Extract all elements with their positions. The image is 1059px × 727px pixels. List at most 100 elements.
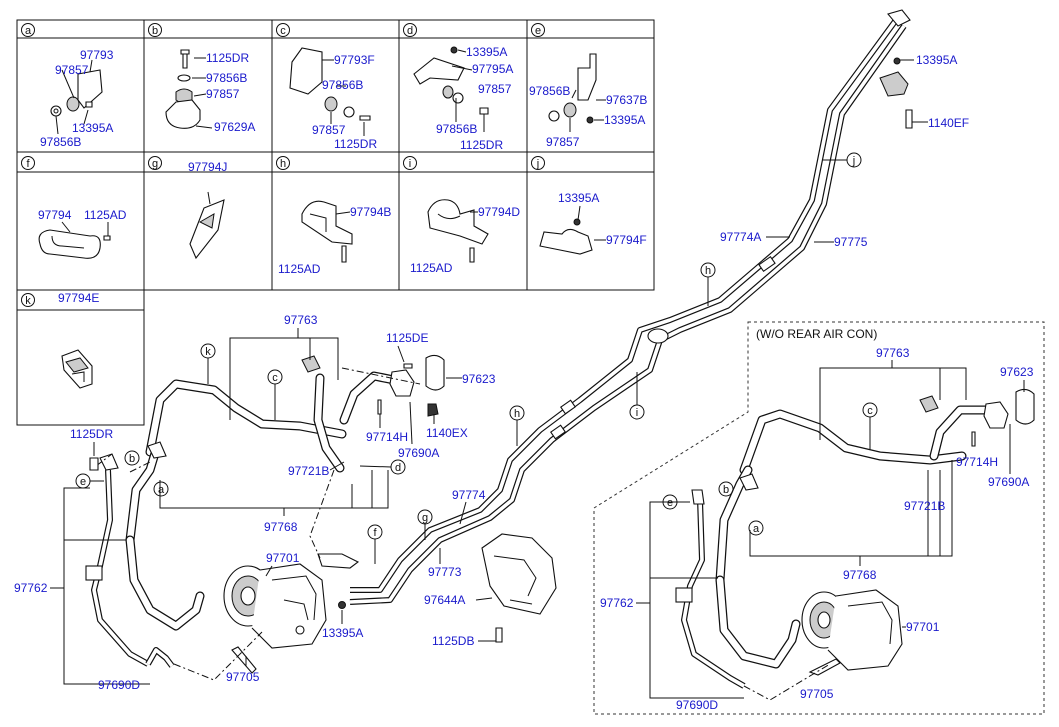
cell-a-part-97856B: 97856B	[40, 135, 81, 149]
inset-clamp-e	[691, 489, 705, 505]
callout-c: c	[267, 369, 283, 420]
svg-text:k: k	[205, 346, 211, 358]
svg-text:a: a	[158, 484, 165, 496]
cell-e-part-97857: 97857	[546, 135, 580, 149]
part-97701: 97701	[266, 551, 300, 565]
svg-text:i: i	[409, 158, 411, 170]
hose-vertical-right	[313, 371, 399, 473]
cell-b-part-97856B: 97856B	[206, 71, 247, 85]
cell-letter-e: e	[531, 23, 545, 37]
clamp-e-main	[99, 453, 119, 471]
inset-title: (W/O REAR AIR CON)	[756, 327, 877, 341]
cell-e-part-97856B: 97856B	[529, 84, 570, 98]
cell-a-part-97793: 97793	[80, 48, 114, 62]
connector-block-main	[389, 369, 415, 397]
part-97763: 97763	[284, 313, 318, 327]
cell-f-part-97794: 97794	[38, 208, 72, 222]
cell-letter-f: f	[21, 156, 35, 170]
svg-text:j: j	[536, 158, 539, 170]
svg-text:h: h	[514, 408, 520, 420]
inset-part-97762: 97762	[600, 596, 634, 610]
cell-k-drawing	[61, 349, 93, 389]
svg-text:f: f	[373, 527, 377, 539]
cell-a-part-13395A: 13395A	[72, 121, 113, 135]
callout-b: b	[124, 450, 140, 466]
cell-d-drawing	[413, 46, 489, 132]
pipe-joint-upper	[560, 399, 576, 415]
inset-without-rear-aircon: (W/O REAR AIR CON)	[593, 321, 1045, 715]
inset-part-97623: 97623	[1000, 365, 1034, 379]
bolt-97714H	[377, 399, 382, 415]
cell-a-drawing	[50, 59, 103, 135]
svg-text:d: d	[395, 462, 401, 474]
cell-letter-i: i	[403, 156, 417, 170]
inset-part-97701: 97701	[906, 620, 940, 634]
inset-part-97690D: 97690D	[676, 698, 718, 712]
part-97721B: 97721B	[288, 464, 329, 478]
inset-part-97763: 97763	[876, 346, 910, 360]
cell-d-part-97856B: 97856B	[436, 122, 477, 136]
inset-compressor-97701	[801, 589, 903, 671]
inset-hose-97768	[715, 465, 801, 669]
svg-text:j: j	[852, 155, 855, 167]
cell-c-drawing	[289, 47, 371, 136]
part-13395A-mid: 13395A	[322, 626, 363, 640]
callout-e: e	[75, 473, 104, 489]
inset-part-97721B: 97721B	[904, 499, 945, 513]
cell-letter-k: k	[21, 293, 35, 307]
cell-k-part-97794E: 97794E	[58, 291, 99, 305]
cell-g-drawing	[189, 191, 225, 260]
cell-letter-c: c	[276, 23, 290, 37]
part-1140EF: 1140EF	[928, 116, 969, 130]
clamp-b-main	[147, 441, 167, 459]
svg-text:f: f	[26, 158, 30, 170]
hose-clamp-97762	[85, 565, 103, 581]
cell-c-part-97793F: 97793F	[334, 53, 375, 67]
svg-text:b: b	[129, 453, 135, 465]
pipe-clamp	[758, 255, 776, 273]
cell-h-drawing	[301, 200, 353, 263]
cell-b-part-97857: 97857	[206, 87, 240, 101]
cell-d-part-1125DR: 1125DR	[460, 138, 503, 152]
callout-h-lower: h	[509, 405, 525, 446]
long-pipe-97774A	[350, 18, 899, 593]
cell-letter-d: d	[403, 23, 417, 37]
part-13395A-top: 13395A	[916, 53, 957, 67]
part-1125DB: 1125DB	[432, 634, 474, 648]
callout-d: d	[359, 459, 406, 475]
part-97774: 97774	[452, 488, 486, 502]
part-97705: 97705	[226, 670, 260, 684]
callout-h-upper: h	[700, 262, 716, 306]
pipe-muffler	[647, 328, 669, 344]
cell-f-part-1125AD: 1125AD	[84, 208, 127, 222]
cell-i-drawing	[427, 199, 489, 263]
cell-d-part-13395A: 13395A	[466, 45, 507, 59]
cell-c-part-97857: 97857	[312, 123, 346, 137]
svg-text:k: k	[25, 295, 31, 307]
rear-evaporator-97644A	[481, 533, 557, 643]
cell-i-part-1125AD: 1125AD	[410, 261, 453, 275]
part-97773: 97773	[428, 565, 462, 579]
cell-letter-b: b	[148, 23, 162, 37]
svg-text:e: e	[667, 497, 673, 509]
detail-grid: a b c d e f g h i j k 97793 97857 13395A…	[16, 19, 655, 426]
hose-97763	[145, 379, 347, 457]
callout-j: j	[822, 152, 862, 168]
svg-text:e: e	[80, 476, 86, 488]
inset-clamp-c	[919, 395, 939, 413]
svg-text:h: h	[705, 265, 711, 277]
svg-text:e: e	[535, 25, 541, 37]
part-1125DE: 1125DE	[386, 331, 428, 345]
part-97775: 97775	[834, 235, 868, 249]
hose-97768	[125, 445, 205, 631]
part-97774A: 97774A	[720, 230, 761, 244]
svg-text:g: g	[152, 158, 158, 170]
part-97623: 97623	[462, 372, 496, 386]
svg-text:h: h	[280, 158, 286, 170]
cell-b-part-97629A: 97629A	[214, 120, 255, 134]
inset-part-97705: 97705	[800, 687, 834, 701]
inset-clamp-b	[739, 473, 759, 491]
part-97762: 97762	[14, 581, 48, 595]
inset-hose-97763	[739, 405, 995, 475]
svg-text:b: b	[723, 484, 729, 496]
